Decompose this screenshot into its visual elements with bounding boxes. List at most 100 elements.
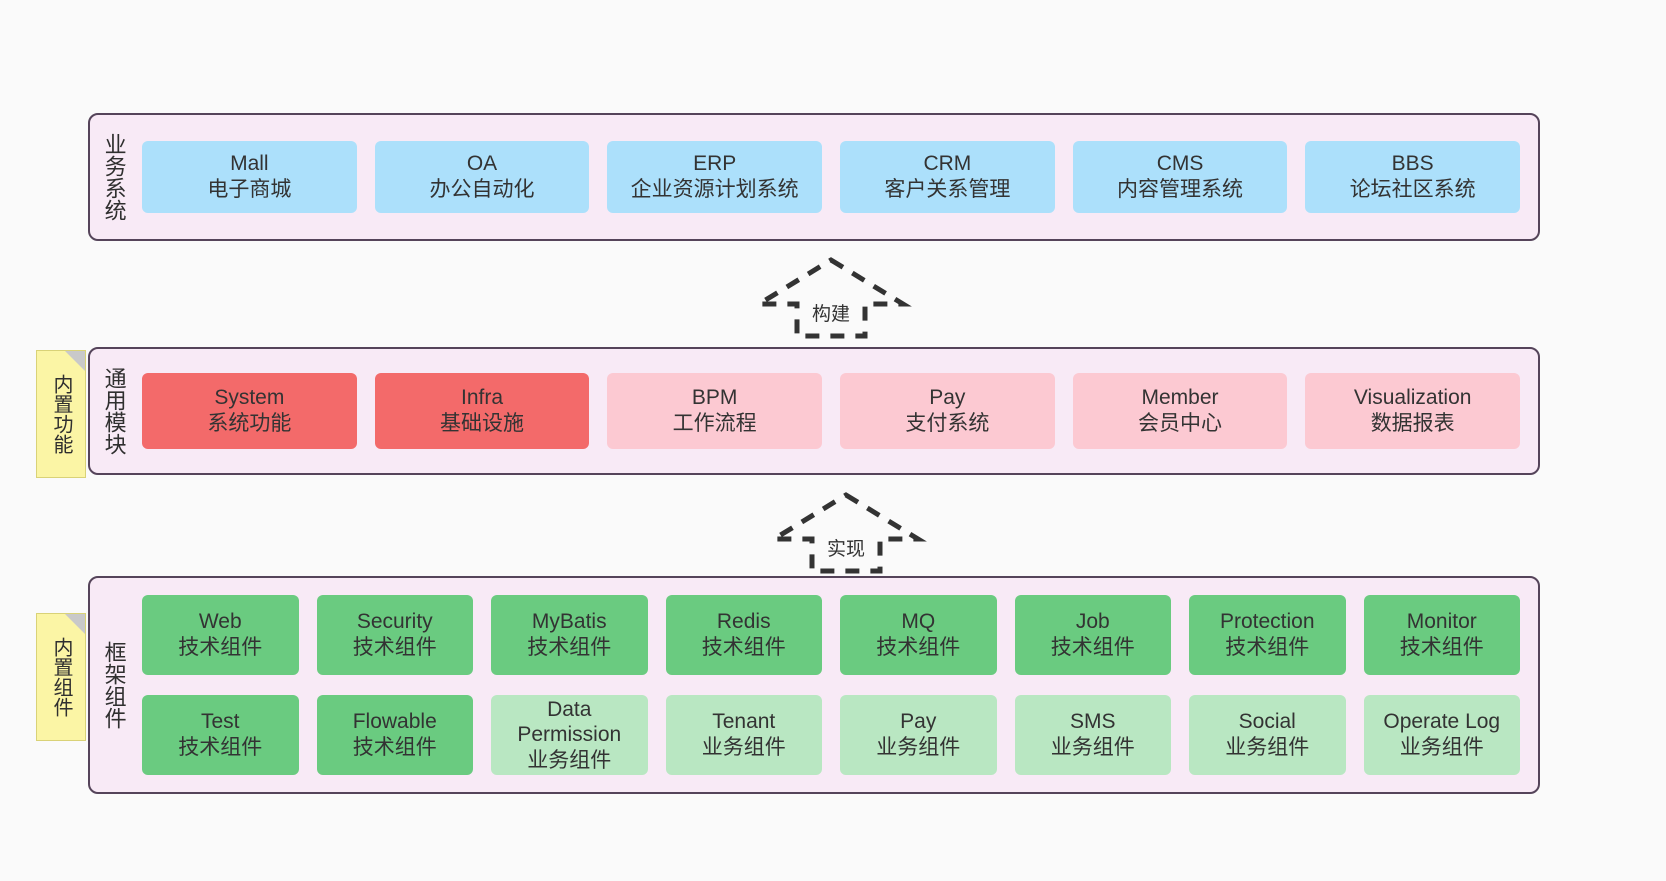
card-title-en: Pay xyxy=(929,386,966,410)
card-system[interactable]: System 系统功能 xyxy=(142,373,357,449)
card-title-cn: 技术组件 xyxy=(1050,636,1135,659)
layer-title-business-systems: 业务系统 xyxy=(101,133,127,221)
card-web[interactable]: Web 技术组件 xyxy=(142,595,299,675)
card-title-en: OA xyxy=(466,152,498,176)
card-title-en: Visualization xyxy=(1353,386,1472,410)
card-title-cn: 基础设施 xyxy=(440,412,524,435)
card-title-cn: 电子商城 xyxy=(207,178,292,201)
card-title-cn: 技术组件 xyxy=(876,636,961,659)
arrow-build-up: 构建 xyxy=(750,256,912,340)
card-title-cn: 业务组件 xyxy=(1225,736,1310,759)
layer-framework-components: 框架组件 Web 技术组件 Security 技术组件 MyBatis 技术组件… xyxy=(88,576,1540,794)
card-title-cn: 业务组件 xyxy=(1050,736,1135,759)
sticky-note-label: 内置组件 xyxy=(50,637,72,717)
card-protection[interactable]: Protection 技术组件 xyxy=(1189,595,1346,675)
card-title-en: Security xyxy=(356,610,433,634)
sticky-note-label: 内置功能 xyxy=(50,374,72,454)
card-monitor[interactable]: Monitor 技术组件 xyxy=(1363,595,1520,675)
card-title-cn: 系统功能 xyxy=(207,412,292,435)
card-title-cn: 技术组件 xyxy=(352,736,437,759)
card-bpm[interactable]: BPM 工作流程 xyxy=(607,373,823,449)
card-title-cn: 会员中心 xyxy=(1138,412,1223,435)
card-mall[interactable]: Mall 电子商城 xyxy=(142,141,357,213)
card-tenant[interactable]: Tenant 业务组件 xyxy=(665,695,822,775)
card-security[interactable]: Security 技术组件 xyxy=(316,595,473,675)
card-job[interactable]: Job 技术组件 xyxy=(1014,595,1171,675)
card-operate-log[interactable]: Operate Log 业务组件 xyxy=(1363,695,1520,775)
card-test[interactable]: Test 技术组件 xyxy=(142,695,299,775)
card-title-cn: 办公自动化 xyxy=(429,178,535,201)
card-title-cn: 技术组件 xyxy=(178,636,263,659)
card-title-en: BPM xyxy=(691,386,738,410)
card-infra[interactable]: Infra 基础设施 xyxy=(374,373,590,449)
card-title-en: Test xyxy=(200,710,240,734)
card-title-en: Operate Log xyxy=(1383,710,1501,734)
card-title-en: Mall xyxy=(230,152,269,176)
card-title-en: Web xyxy=(198,610,242,634)
card-title-en: Flowable xyxy=(352,710,437,734)
card-title-en: MQ xyxy=(901,610,936,634)
card-title-en: ERP xyxy=(693,152,737,176)
card-data-permission[interactable]: Data Permission 业务组件 xyxy=(491,695,648,775)
card-title-en: Member xyxy=(1141,386,1219,410)
layer-modules-card-area: System 系统功能 Infra 基础设施 BPM 工作流程 Pay 支付系统… xyxy=(138,349,1538,473)
sticky-note-builtin-components: 内置组件 xyxy=(36,613,86,741)
card-row: Test 技术组件 Flowable 技术组件 Data Permission … xyxy=(142,695,1520,775)
card-title-en: Job xyxy=(1075,610,1110,634)
card-title-en: Protection xyxy=(1219,610,1315,634)
card-title-cn: 企业资源计划系统 xyxy=(630,178,799,201)
layer-title-framework-components: 框架组件 xyxy=(101,641,127,729)
card-oa[interactable]: OA 办公自动化 xyxy=(374,141,590,213)
layer-framework-card-area: Web 技术组件 Security 技术组件 MyBatis 技术组件 Redi… xyxy=(138,578,1538,792)
card-crm[interactable]: CRM 客户关系管理 xyxy=(840,141,1055,213)
card-erp[interactable]: ERP 企业资源计划系统 xyxy=(607,141,823,213)
card-title-en: Monitor xyxy=(1406,610,1477,634)
card-flowable[interactable]: Flowable 技术组件 xyxy=(316,695,473,775)
card-row: Mall 电子商城 OA 办公自动化 ERP 企业资源计划系统 CRM 客户关系… xyxy=(142,141,1521,213)
card-title-en: Redis xyxy=(716,610,771,634)
card-title-en: CRM xyxy=(923,152,972,176)
card-title-cn: 内容管理系统 xyxy=(1117,178,1244,201)
card-title-cn: 技术组件 xyxy=(178,736,263,759)
layer-business-systems: 业务系统 Mall 电子商城 OA 办公自动化 ERP 企业资源计划系统 CRM… xyxy=(88,113,1540,241)
card-title-en: System xyxy=(214,386,285,410)
card-title-en: Infra xyxy=(460,386,504,410)
card-social[interactable]: Social 业务组件 xyxy=(1189,695,1346,775)
layer-common-modules: 通用模块 System 系统功能 Infra 基础设施 BPM 工作流程 Pay… xyxy=(88,347,1540,475)
card-sms[interactable]: SMS 业务组件 xyxy=(1014,695,1171,775)
card-title-cn: 技术组件 xyxy=(1225,636,1310,659)
arrow-implement-icon xyxy=(765,492,927,574)
card-title-cn: 技术组件 xyxy=(352,636,437,659)
card-title-en: BBS xyxy=(1391,152,1434,176)
card-mq[interactable]: MQ 技术组件 xyxy=(840,595,997,675)
arrow-build-icon xyxy=(750,257,912,339)
card-pay-component[interactable]: Pay 业务组件 xyxy=(840,695,997,775)
card-mybatis[interactable]: MyBatis 技术组件 xyxy=(491,595,648,675)
card-title-en: Social xyxy=(1238,710,1296,734)
card-title-cn: 论坛社区系统 xyxy=(1349,178,1476,201)
card-title-en: MyBatis xyxy=(531,610,607,634)
card-pay-module[interactable]: Pay 支付系统 xyxy=(840,373,1055,449)
card-bbs[interactable]: BBS 论坛社区系统 xyxy=(1305,141,1521,213)
card-redis[interactable]: Redis 技术组件 xyxy=(665,595,822,675)
card-title-en: SMS xyxy=(1069,710,1116,734)
card-title-cn: 技术组件 xyxy=(1399,636,1484,659)
card-title-cn: 数据报表 xyxy=(1370,412,1455,435)
card-cms[interactable]: CMS 内容管理系统 xyxy=(1072,141,1288,213)
card-title-en: Pay xyxy=(900,710,937,734)
card-row: System 系统功能 Infra 基础设施 BPM 工作流程 Pay 支付系统… xyxy=(142,373,1521,449)
card-title-cn: 客户关系管理 xyxy=(884,178,1011,201)
card-title-en: Tenant xyxy=(712,710,776,734)
card-title-cn: 业务组件 xyxy=(1399,736,1484,759)
card-title-cn: 支付系统 xyxy=(905,412,990,435)
sticky-note-builtin-functions: 内置功能 xyxy=(36,350,86,478)
card-member[interactable]: Member 会员中心 xyxy=(1072,373,1288,449)
card-title-cn: 技术组件 xyxy=(701,636,786,659)
arrow-implement-up: 实现 xyxy=(765,491,927,575)
layer-business-card-area: Mall 电子商城 OA 办公自动化 ERP 企业资源计划系统 CRM 客户关系… xyxy=(138,115,1538,239)
card-title-cn: 技术组件 xyxy=(527,636,612,659)
card-visualization[interactable]: Visualization 数据报表 xyxy=(1305,373,1521,449)
card-title-en: CMS xyxy=(1156,152,1204,176)
card-title-en: Data Permission xyxy=(517,697,622,747)
